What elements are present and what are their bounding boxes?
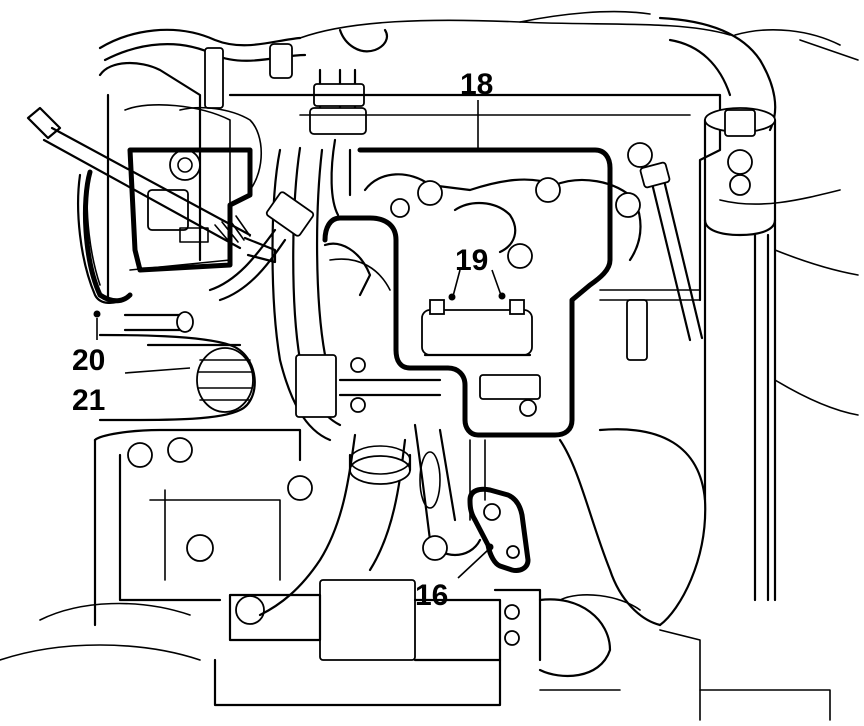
part-19-block bbox=[421, 299, 533, 357]
callout-16: 16 bbox=[415, 579, 448, 612]
part-16-hole-lower bbox=[506, 545, 520, 559]
callout-18: 18 bbox=[460, 68, 493, 101]
part-18-heat-shield-outline bbox=[322, 147, 613, 438]
part-20-cover-outline bbox=[82, 169, 133, 304]
part-20-housing-outline bbox=[127, 147, 253, 273]
part-16-hole bbox=[483, 503, 501, 521]
engine-block-lineart bbox=[0, 10, 859, 721]
leader-lines bbox=[93, 100, 506, 579]
callout-20: 20 bbox=[72, 344, 105, 377]
callout-21: 21 bbox=[72, 384, 105, 417]
part-16-bracket-outline bbox=[467, 486, 531, 573]
callout-19: 19 bbox=[455, 244, 488, 277]
